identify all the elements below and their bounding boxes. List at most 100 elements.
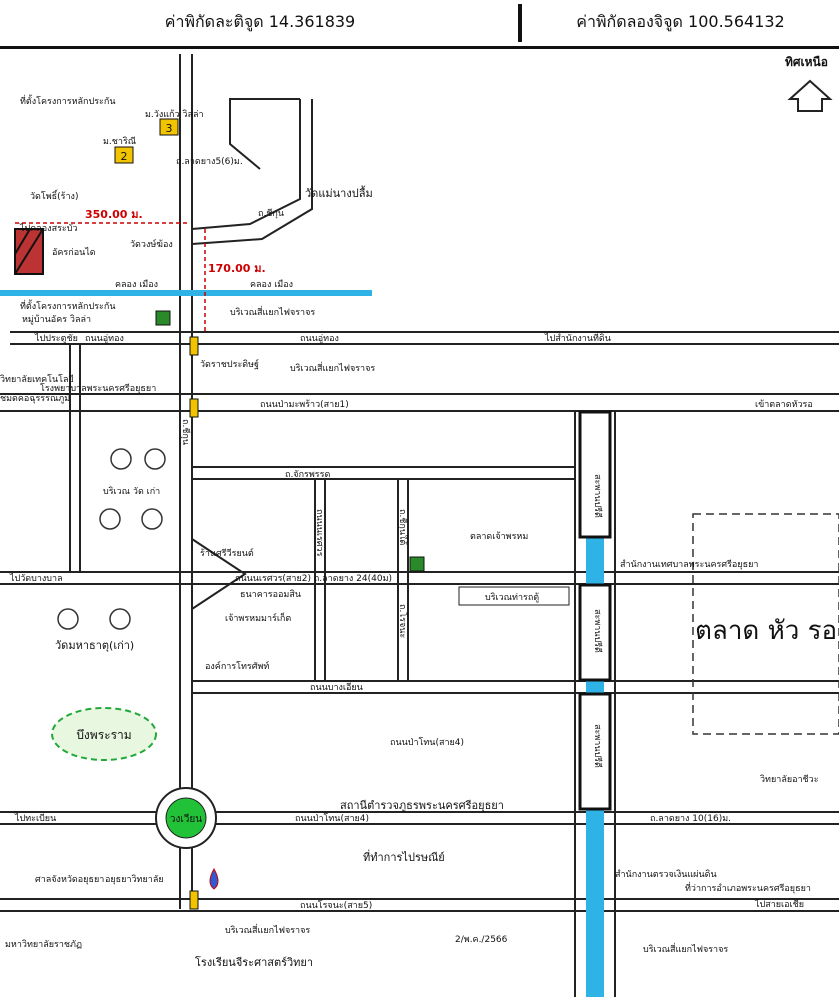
latitude-label: ค่าพิกัดละติจูด 14.361839: [164, 12, 356, 31]
location-map: สะพานปรีดี สะพานปรีดี สะพานปรีดี ตลาด หั…: [0, 54, 839, 997]
temple-icon: [109, 608, 131, 630]
compass-label: ทิศเหนือ: [785, 55, 828, 69]
label-rail-crossing-4: บริเวณสี่แยกไฟจราจร: [643, 942, 728, 955]
coordinate-header: ค่าพิกัดละติจูด 14.361839 ค่าพิกัดลองจิจ…: [0, 0, 839, 49]
traffic-light-icon: [189, 398, 199, 418]
label-wat-phai: วัดโพธิ์(ร้าง): [30, 189, 78, 202]
label-khlong-right: คลอง เมือง: [250, 279, 293, 290]
label-municipality: สำนักงานเทศบาลพระนครศรีอยุธยา: [620, 559, 758, 570]
label-road-chakkraphat: ถ.จักรพรรด: [285, 470, 330, 480]
north-arrow-icon: [787, 79, 833, 112]
bueng-label: บึงพระราม: [76, 728, 131, 742]
label-post-office: ที่ทำการไปรษณีย์: [363, 849, 445, 864]
label-mu-charini: ม.ชาริณี: [103, 136, 136, 147]
label-road-pathon-2: ถนนป่าโทน(สาย4): [295, 813, 369, 824]
label-wat-wongchai: วัดวงษ์ฆ้อง: [130, 238, 173, 250]
label-rajabhat: มหาวิทยาลัยราชภัฏ: [5, 939, 82, 950]
label-treasury: สำนักงานตรวจเงินแผ่นดิน: [615, 869, 717, 880]
traffic-light-icon: [189, 336, 199, 356]
label-to-pratu-2: ไปทะเบียน: [14, 813, 56, 824]
traffic-light-icon: [189, 890, 199, 910]
bridge-label-3: สะพานปรีดี: [592, 724, 603, 768]
market-area: [692, 513, 839, 735]
label-road-utong-1: ถนนอู่ทอง: [85, 334, 124, 344]
label-road-utong-2: ถนนอู่ทอง: [300, 334, 339, 344]
label-to-hua-ro: เข้าตลาดหัวรอ: [755, 399, 813, 410]
label-school-last: โรงเรียนจีระศาสตร์วิทยา: [195, 955, 313, 969]
label-mu-wangkaew: ม.วังแก้ว วิลล่า: [145, 109, 204, 120]
traffic-light-icons: [189, 336, 199, 910]
label-ayutthaya-college: อยุธยาวิทยาลัย: [105, 874, 164, 885]
label-police-box: บริเวณท่ารถตู้: [485, 592, 539, 603]
label-khlong-left: คลอง เมือง: [115, 279, 158, 290]
label-bank: ธนาคารออมสิน: [240, 589, 301, 600]
label-police: สถานีตำรวจภูธรพระนครศรีอยุธยา: [340, 799, 504, 812]
bueng-pond: [51, 707, 157, 761]
temple-icon: [57, 608, 79, 630]
temple-icon: [99, 508, 121, 530]
bridge-label-2: สะพานปรีดี: [592, 609, 603, 653]
label-road-pamaprao: ถนนป่ามะพร้าว(สาย1): [260, 399, 349, 410]
bridge: [578, 583, 612, 682]
label-rail-crossing-2: บริเวณสี่แยกไฟจราจร: [290, 361, 375, 374]
label-road-naresuan-v: ถนนนเรศวร: [314, 509, 324, 557]
bridge-label-1: สะพานปรีดี: [592, 474, 603, 518]
west-distance-label: 350.00 ม.: [85, 208, 143, 221]
roundabout-center: [165, 797, 207, 839]
label-to-bang-pahan: ไปวัดบางบาล: [9, 573, 63, 584]
label-wat-mahathat: วัดมหาธาตุ(เก่า): [55, 639, 134, 652]
marker-2: [114, 146, 134, 164]
label-college-2: วิทยาลัยอาชีวะ: [760, 774, 819, 785]
svg-text:2: 2: [121, 150, 128, 163]
label-road-rojana: ถนนโรจนะ(สาย5): [300, 900, 372, 911]
label-village-name: หมู่บ้านอัคร วิลล่า: [22, 314, 91, 325]
label-telecom: องค์การโทรศัพท์: [205, 660, 269, 672]
bridge: [578, 410, 612, 539]
label-temple-area: บริเวณ วัด เก่า: [103, 486, 160, 497]
longitude-label: ค่าพิกัดลองจิจูด 100.564132: [576, 12, 785, 31]
label-project-main: ที่ตั้งโครงการหลักประกัน: [20, 299, 115, 312]
label-rail-crossing-3: บริเวณสี่แยกไฟจราจร: [225, 923, 310, 936]
temple-icons: [57, 448, 166, 630]
label-to-khlong: ไปคลองสระบัว: [19, 223, 78, 234]
bridges: [578, 410, 612, 811]
label-road-chikun-v: ถ.ชีกุน: [180, 419, 191, 445]
temple-icon: [141, 508, 163, 530]
label-date-note: 2/พ.ค./2566: [455, 935, 508, 945]
label-chaophrom: เจ้าพรหมมาร์เก็ต: [225, 611, 291, 624]
label-road-lathya-v: ถ.ชีกุนใต้: [397, 509, 408, 545]
label-intersection-h: ถนนบางเอียน: [310, 682, 363, 693]
label-road-latya-10: ถ.ลาดยาง 10(16)ม.: [650, 814, 731, 824]
van-stop-box: [458, 586, 570, 606]
header-divider: [518, 4, 522, 42]
label-rail-crossing-1: บริเวณสี่แยกไฟจราจร: [230, 305, 315, 318]
gas-station-icon: [209, 867, 219, 890]
label-to-sena: ไปสายเอเชีย: [754, 899, 804, 910]
label-road-rojana-v: ถ.โรจนะ: [397, 604, 408, 638]
label-market: ตลาดเจ้าพรหม: [470, 531, 528, 542]
marker-3: [159, 118, 179, 136]
label-school-north: ชมดคอฉุรรรณภูมิ: [0, 393, 70, 404]
seven-eleven-icon: [409, 556, 425, 572]
svg-text:3: 3: [166, 122, 173, 135]
label-project-top: ที่ตั้งโครงการหลักประกัน: [20, 94, 115, 107]
north-distance-label: 170.00 ม.: [208, 262, 266, 275]
temple-icon: [110, 448, 132, 470]
label-soi-latya: ถ.ลาดยาง5(6)ม.: [176, 157, 243, 167]
map-labels: ที่ตั้งโครงการหลักประกัน ม.วังแก้ว วิลล่…: [0, 94, 819, 969]
label-wat-nang: วัดแม่นางปลื้ม: [305, 185, 373, 200]
label-to-market: ไปสำนักงานที่ดิน: [544, 331, 611, 344]
label-road-pathon: ถนนป่าโทน(สาย4): [390, 737, 464, 748]
seven-eleven-icon: [155, 310, 171, 326]
market-big-label: ตลาด หัว รอ: [695, 616, 837, 646]
bridge: [578, 692, 612, 811]
label-wat-ratcha: วัดราชประดิษฐ์: [200, 358, 259, 370]
label-road-naresuan-h: ถนนนเรศวร(สาย2) ถ.ลาดยาง 24(40ม): [235, 574, 392, 584]
road-network: [0, 54, 839, 997]
label-shop-1: ร้านศรีวีรยนต์: [200, 547, 254, 559]
label-ikhon: อัครก่อนได: [52, 247, 96, 258]
label-district-office: ที่ว่าการอำเภอพระนครศรีอยุธยา: [685, 881, 811, 894]
label-court: ศาลจังหวัดอยุธยา: [35, 875, 104, 885]
label-hospital: โรงพยาบาลพระนครศรีอยุธยา: [40, 383, 156, 394]
roundabout-label: วงเวียน: [170, 813, 202, 825]
